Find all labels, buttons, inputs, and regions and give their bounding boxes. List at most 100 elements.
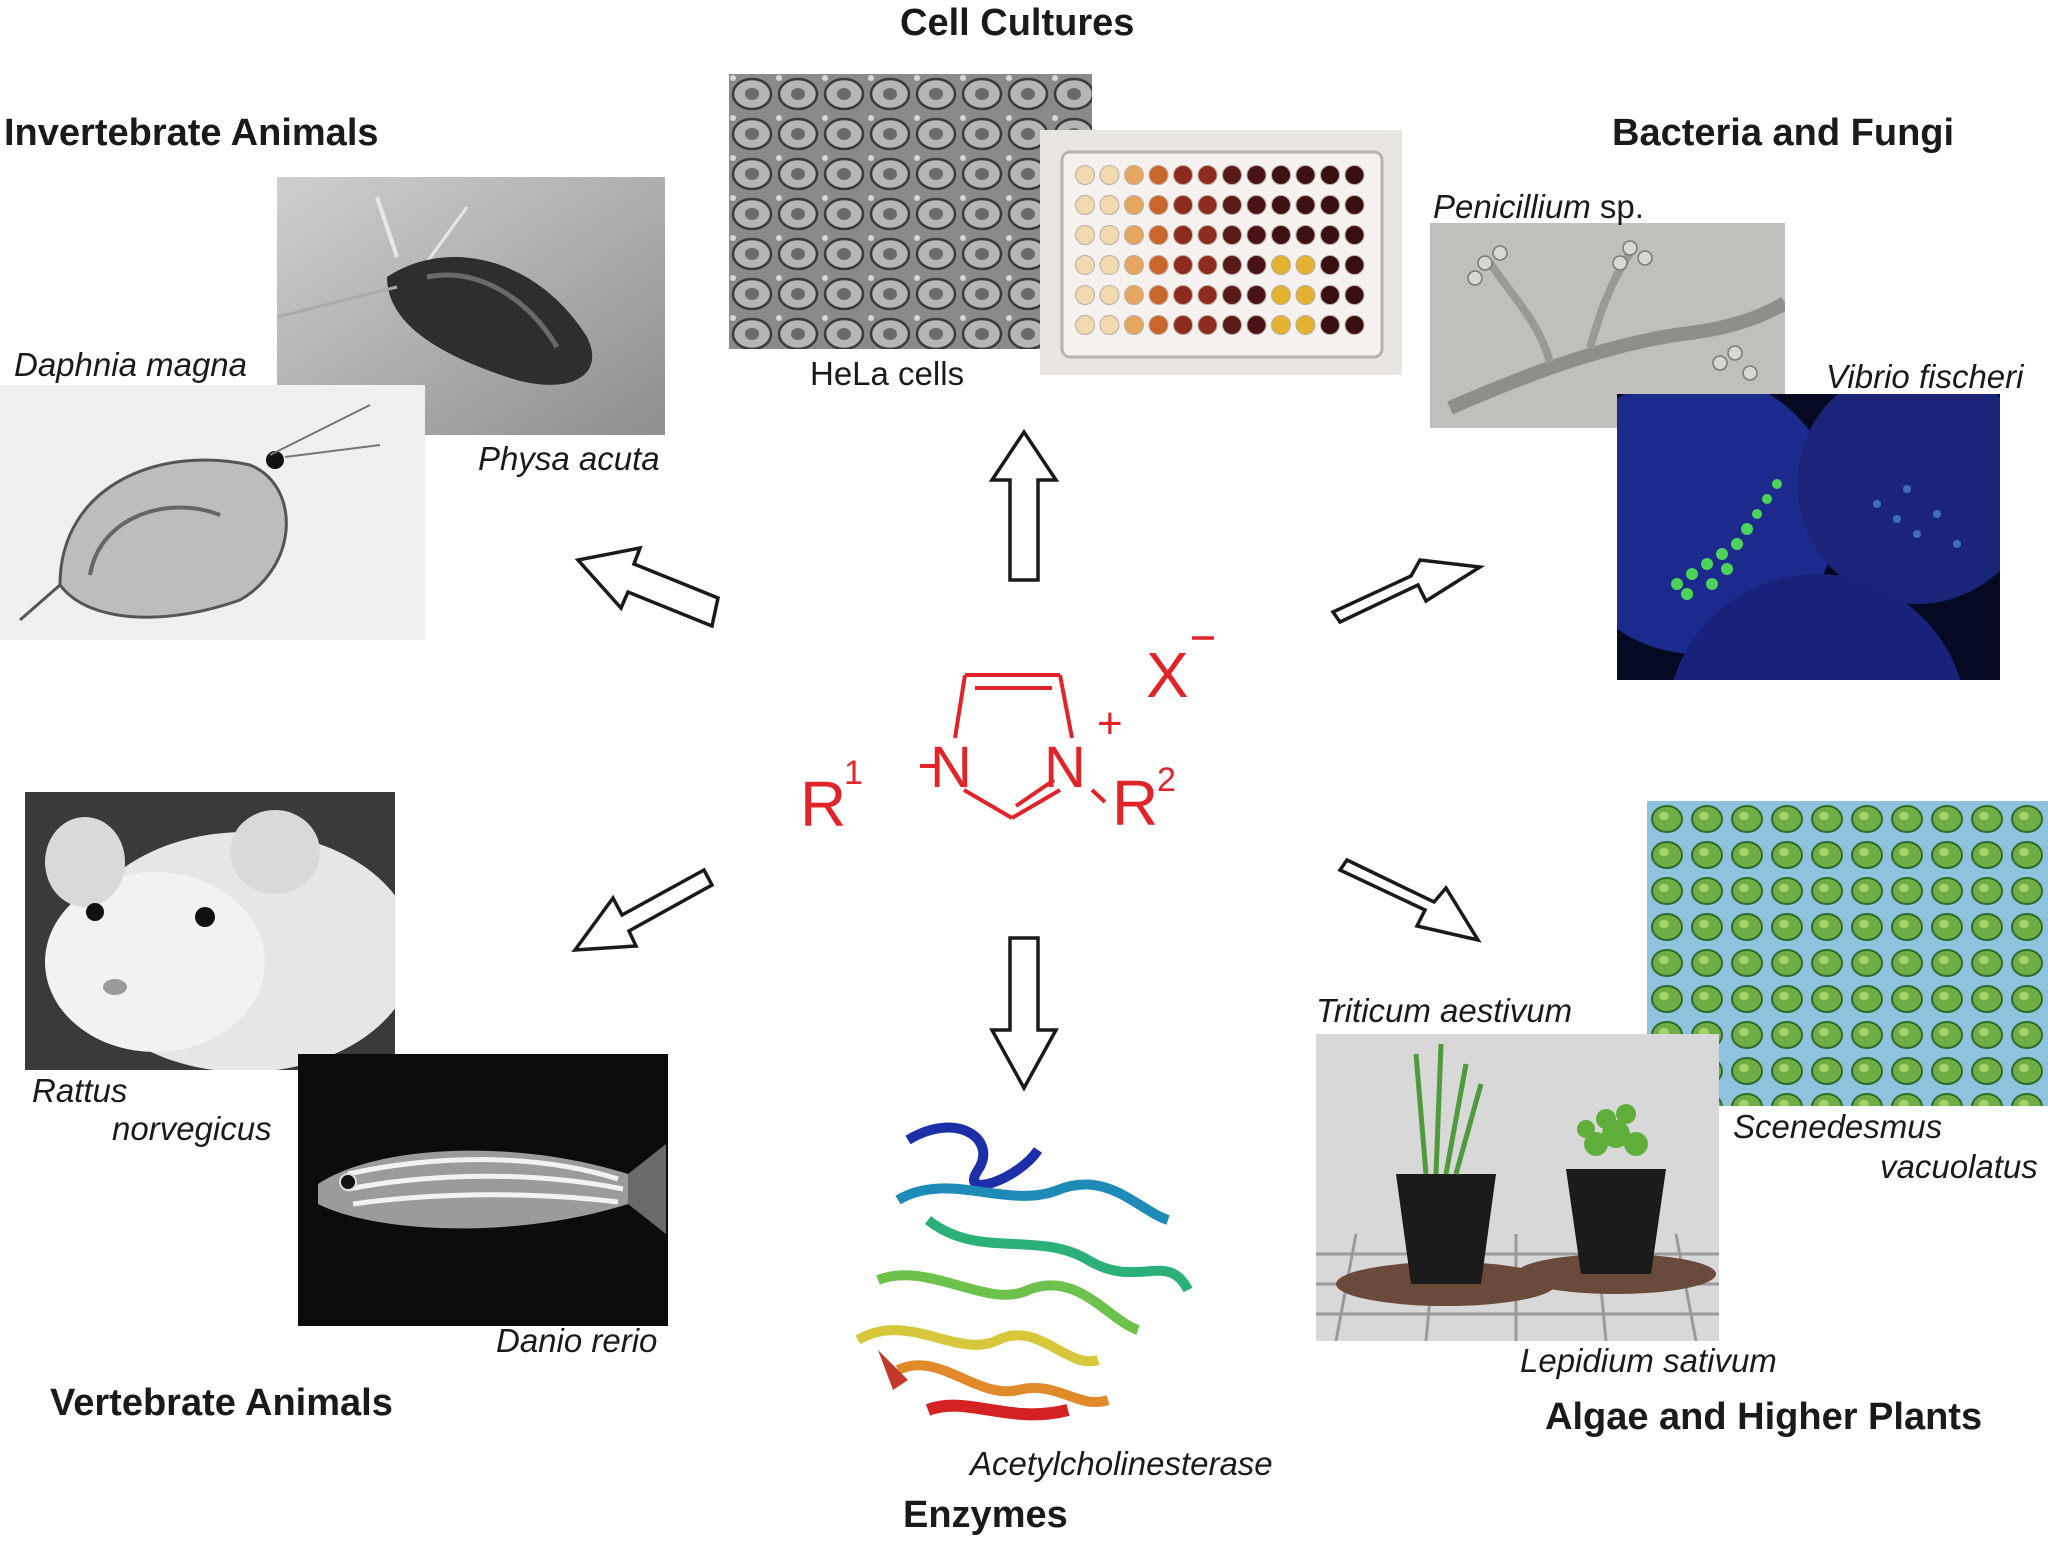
plate-well	[1246, 165, 1267, 185]
plate-well	[1271, 195, 1291, 215]
plate-well	[1320, 285, 1340, 305]
plate-well	[1124, 315, 1144, 335]
plate-well	[1222, 315, 1242, 335]
plate-well	[1124, 285, 1144, 305]
triticum-aestivum-label: Triticum aestivum	[1316, 992, 1573, 1029]
arrow-down	[989, 936, 1059, 1092]
positive-charge: +	[1097, 699, 1123, 748]
r2-label: R	[1112, 767, 1158, 839]
plate-well	[1173, 165, 1193, 185]
plate-well	[1148, 165, 1169, 185]
plate-well	[1197, 195, 1218, 215]
plate-well	[1173, 195, 1193, 215]
plate-well	[1124, 225, 1144, 245]
lepidium-sativum-label: Lepidium sativum	[1520, 1342, 1777, 1379]
plate-well	[1075, 195, 1095, 215]
r1-superscript: 1	[844, 754, 863, 792]
penicillium-genus: Penicillium	[1433, 188, 1591, 225]
plate-well	[1344, 195, 1365, 215]
plate-well	[1271, 255, 1291, 275]
danio-rerio-photo	[298, 1054, 668, 1326]
plate-well	[1148, 255, 1169, 275]
scenedesmus-label-line2: vacuolatus	[1880, 1148, 2038, 1185]
plate-well	[1344, 165, 1365, 185]
plate-well	[1148, 315, 1169, 335]
nitrogen-3: N	[1044, 735, 1086, 800]
heading-invertebrate-animals: Invertebrate Animals	[4, 112, 379, 154]
rattus-label-line2: norvegicus	[112, 1110, 272, 1147]
plate-well	[1124, 195, 1144, 215]
plate-well	[1320, 315, 1340, 335]
acetylcholinesterase-structure	[838, 1110, 1218, 1440]
plate-well	[1099, 255, 1120, 275]
plate-well	[1320, 255, 1340, 275]
plate-well	[1173, 225, 1193, 245]
plate-well	[1222, 165, 1242, 185]
heading-vertebrate-animals: Vertebrate Animals	[50, 1382, 393, 1424]
plate-well	[1148, 195, 1169, 215]
plate-well	[1099, 195, 1120, 215]
vibrio-fischeri-photo	[1617, 394, 2000, 680]
daphnia-magna-photo	[0, 385, 425, 640]
hela-cells-photo	[729, 74, 1092, 349]
heading-bacteria-fungi: Bacteria and Fungi	[1612, 112, 1955, 154]
plate-well	[1124, 165, 1144, 185]
plate-well	[1197, 255, 1218, 275]
rattus-label-line1: Rattus	[32, 1072, 128, 1109]
plate-well	[1222, 195, 1242, 215]
plate-well	[1344, 225, 1365, 245]
rattus-norvegicus-photo	[25, 792, 395, 1070]
penicillium-label: Penicillium sp.	[1433, 188, 1644, 226]
plate-well	[1099, 315, 1120, 335]
heading-algae-plants: Algae and Higher Plants	[1545, 1396, 1983, 1438]
heading-enzymes: Enzymes	[903, 1494, 1068, 1536]
plate-well	[1295, 225, 1316, 245]
arrow-lower-right	[1337, 857, 1482, 943]
plate-well	[1099, 165, 1120, 185]
scenedesmus-label-line1: Scenedesmus	[1733, 1108, 1943, 1145]
hela-cells-label: HeLa cells	[810, 355, 965, 392]
plate-well	[1197, 315, 1218, 335]
plate-well	[1197, 285, 1218, 305]
plate-well	[1295, 255, 1316, 275]
plate-well	[1271, 315, 1291, 335]
daphnia-magna-label: Daphnia magna	[14, 346, 247, 383]
plate-well	[1246, 255, 1267, 275]
plate-well	[1295, 195, 1316, 215]
penicillium-sp: sp.	[1590, 188, 1644, 225]
plate-well	[1197, 225, 1218, 245]
plate-well	[1075, 285, 1095, 305]
plants-pots-photo	[1316, 1034, 1719, 1341]
arrow-up	[988, 428, 1060, 582]
plate-well	[1173, 285, 1193, 305]
plate-well	[1295, 165, 1316, 185]
anion-x: X	[1146, 639, 1189, 711]
plate-well	[1075, 315, 1095, 335]
plate-well	[1320, 195, 1340, 215]
plate-well	[1320, 165, 1340, 185]
danio-rerio-label: Danio rerio	[496, 1322, 658, 1359]
r1-label: R	[800, 768, 846, 840]
plate-well	[1222, 255, 1242, 275]
plate-well	[1246, 225, 1267, 245]
plate-well	[1344, 285, 1365, 305]
plate-well	[1075, 225, 1095, 245]
acetylcholinesterase-label: Acetylcholinesterase	[970, 1445, 1273, 1482]
plate-well	[1271, 165, 1291, 185]
arrow-upper-right	[1330, 558, 1486, 625]
physa-acuta-label: Physa acuta	[478, 440, 660, 477]
plate-well	[1320, 225, 1340, 245]
plate-well	[1246, 315, 1267, 335]
plate-well	[1344, 315, 1365, 335]
plate-well	[1173, 255, 1193, 275]
plate-well	[1075, 255, 1095, 275]
plate-well	[1295, 315, 1316, 335]
arrow-upper-left	[574, 545, 721, 629]
plate-well	[1246, 195, 1267, 215]
plate-well	[1173, 315, 1193, 335]
plate-well	[1099, 285, 1120, 305]
plate-well	[1197, 165, 1218, 185]
plate-well	[1222, 225, 1242, 245]
microplate-photo	[1040, 130, 1402, 375]
plate-well	[1148, 285, 1169, 305]
